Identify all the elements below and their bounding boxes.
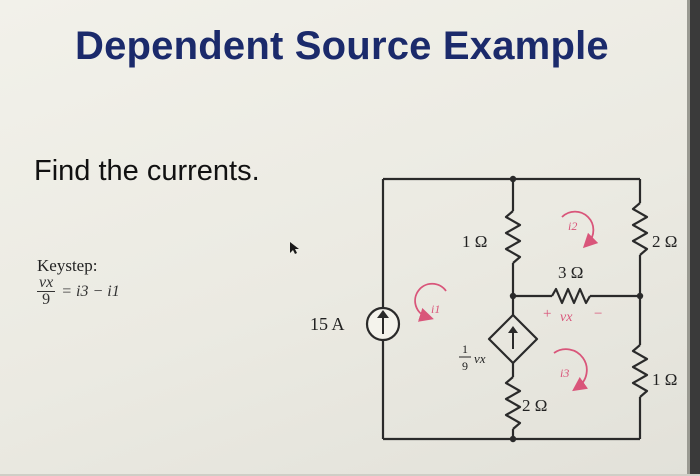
label-r-left-top: 1 Ω — [462, 232, 487, 251]
node-right — [636, 292, 644, 300]
label-r-bottom-mid: 2 Ω — [522, 396, 547, 415]
mesh-arrow-i1 — [414, 282, 447, 322]
keystep-equation: vx 9 = i3 − i1 — [37, 275, 120, 308]
bottom-edge — [0, 474, 700, 476]
vx-minus: − — [594, 306, 602, 322]
mesh-label-i1: i1 — [431, 302, 440, 316]
keystep-denominator: 9 — [42, 291, 51, 308]
vx-polarity-label: vx — [560, 310, 573, 325]
node-mid — [509, 292, 517, 300]
bezel-highlight — [687, 0, 690, 476]
keystep-fraction: vx 9 — [37, 274, 56, 308]
mouse-pointer-icon — [290, 242, 299, 254]
circuit-diagram: 15 A 1 Ω 2 Ω 3 Ω 1 Ω 2 Ω + vx − 1 9 vx i… — [310, 175, 677, 443]
slide-title: Dependent Source Example — [75, 24, 609, 68]
current-source-arrowhead — [377, 310, 389, 318]
mesh-label-i2: i2 — [568, 219, 577, 233]
dep-coef-num: 1 — [462, 342, 468, 356]
resistor-right-top — [631, 202, 649, 256]
screen-bezel — [690, 0, 700, 476]
label-r-right-bottom: 1 Ω — [652, 370, 677, 389]
resistor-mid — [551, 287, 591, 305]
label-r-right-top: 2 Ω — [652, 232, 677, 251]
node-top-mid — [509, 175, 517, 183]
resistor-left-top — [504, 210, 522, 264]
dependent-source-arrowhead — [508, 326, 518, 333]
mesh-arrow-i3 — [553, 348, 589, 392]
dep-coef-den: 9 — [462, 359, 468, 373]
mesh-label-i3: i3 — [560, 366, 569, 380]
keystep-numerator: vx — [37, 274, 56, 292]
mesh-arrow-i2 — [561, 210, 599, 249]
keystep-rhs: = i3 − i1 — [61, 282, 120, 300]
resistor-right-bottom — [631, 344, 649, 398]
vx-plus: + — [543, 306, 551, 322]
keystep-label: Keystep: — [37, 256, 98, 275]
problem-prompt: Find the currents. — [34, 155, 260, 187]
label-r-mid: 3 Ω — [558, 263, 583, 282]
node-bottom-mid — [509, 435, 517, 443]
resistor-bottom-mid — [504, 376, 522, 430]
source-label: 15 A — [310, 314, 345, 334]
dep-coef-var: vx — [474, 351, 486, 366]
